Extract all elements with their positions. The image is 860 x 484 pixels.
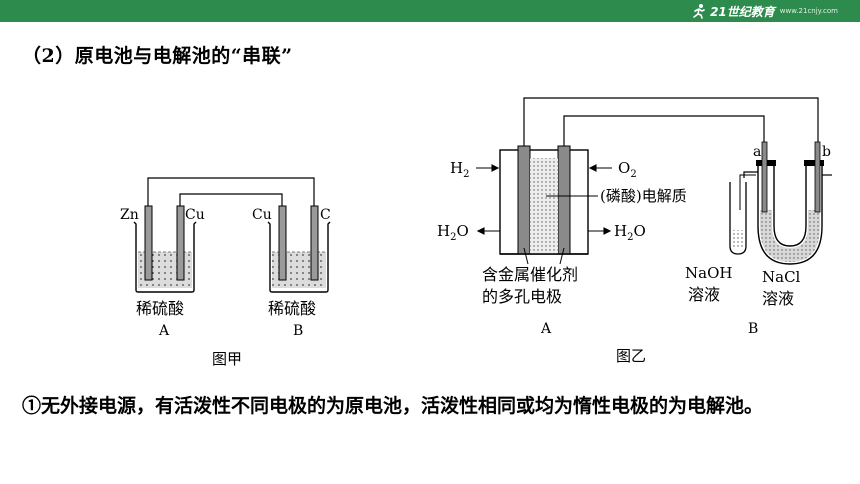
electrode-zn xyxy=(144,205,153,281)
naoh-label-2: 溶液 xyxy=(688,285,720,304)
runner-icon xyxy=(693,4,705,19)
h2o-left-label: H2O xyxy=(437,222,469,243)
nacl-label-2: 溶液 xyxy=(762,289,794,308)
label-b-jia: B xyxy=(293,323,303,339)
electrode-b xyxy=(814,141,821,213)
body-text: ①无外接电源，有活泼性不同电极的为原电池，活泼性相同或均为惰性电极的为电解池。 xyxy=(22,395,764,417)
label-cu-b: Cu xyxy=(252,207,272,223)
beaker-b xyxy=(267,205,331,293)
electrode-leader-left xyxy=(523,247,529,265)
electrode-leader-right xyxy=(559,247,565,265)
electrode-cu-a xyxy=(176,205,185,281)
beaker-a xyxy=(133,205,197,293)
electrode-c xyxy=(310,205,319,281)
figure-jia: Zn Cu Cu C 稀硫酸 稀硫酸 A B 图甲 xyxy=(120,177,331,368)
nacl-label-1: NaCl xyxy=(762,268,801,286)
electrode-desc-1: 含金属催化剂 xyxy=(482,265,578,284)
label-cu-a: Cu xyxy=(185,207,205,223)
figure-yi: H2 O2 H2O H2O (磷酸)电解质 含金属催化剂 的多孔电极 A xyxy=(437,97,832,365)
wire-inner xyxy=(563,115,765,150)
label-a-jia: A xyxy=(158,323,170,339)
h2-in-label: H2 xyxy=(450,159,469,180)
caption-jia: 图甲 xyxy=(212,350,242,368)
electrode-a-label: a xyxy=(753,144,761,160)
u-tube xyxy=(729,141,832,265)
label-c: C xyxy=(320,207,331,223)
h2o-right-label: H2O xyxy=(614,222,646,243)
electrolyte-label: (磷酸)电解质 xyxy=(600,187,687,205)
fuel-cell xyxy=(499,145,589,255)
label-b-yi: B xyxy=(748,321,758,337)
top-bar: 21世纪教育 www.21cnjy.com xyxy=(0,0,860,22)
wire-zn-c xyxy=(147,177,315,206)
label-a-yi: A xyxy=(540,321,552,337)
electrode-a xyxy=(761,141,768,213)
electrode-cu-b xyxy=(278,205,287,281)
brand-logo: 21世纪教育 www.21cnjy.com xyxy=(691,2,838,20)
solution-b: 稀硫酸 xyxy=(268,299,316,318)
wire-cu-cu xyxy=(179,193,283,206)
o2-in-label: O2 xyxy=(618,159,637,180)
label-zn: Zn xyxy=(120,207,139,223)
naoh-label-1: NaOH xyxy=(685,264,732,282)
section-heading: （2）原电池与电解池的“串联” xyxy=(22,45,293,67)
electrode-b-label: b xyxy=(822,144,831,160)
wire-outer xyxy=(523,97,819,150)
logo-text: 21世纪教育 xyxy=(710,4,775,19)
electrode-desc-2: 的多孔电极 xyxy=(482,287,562,306)
logo-url: www.21cnjy.com xyxy=(779,7,838,15)
flow-arrows xyxy=(476,164,612,235)
caption-yi: 图乙 xyxy=(616,347,646,365)
solution-a: 稀硫酸 xyxy=(136,299,184,318)
